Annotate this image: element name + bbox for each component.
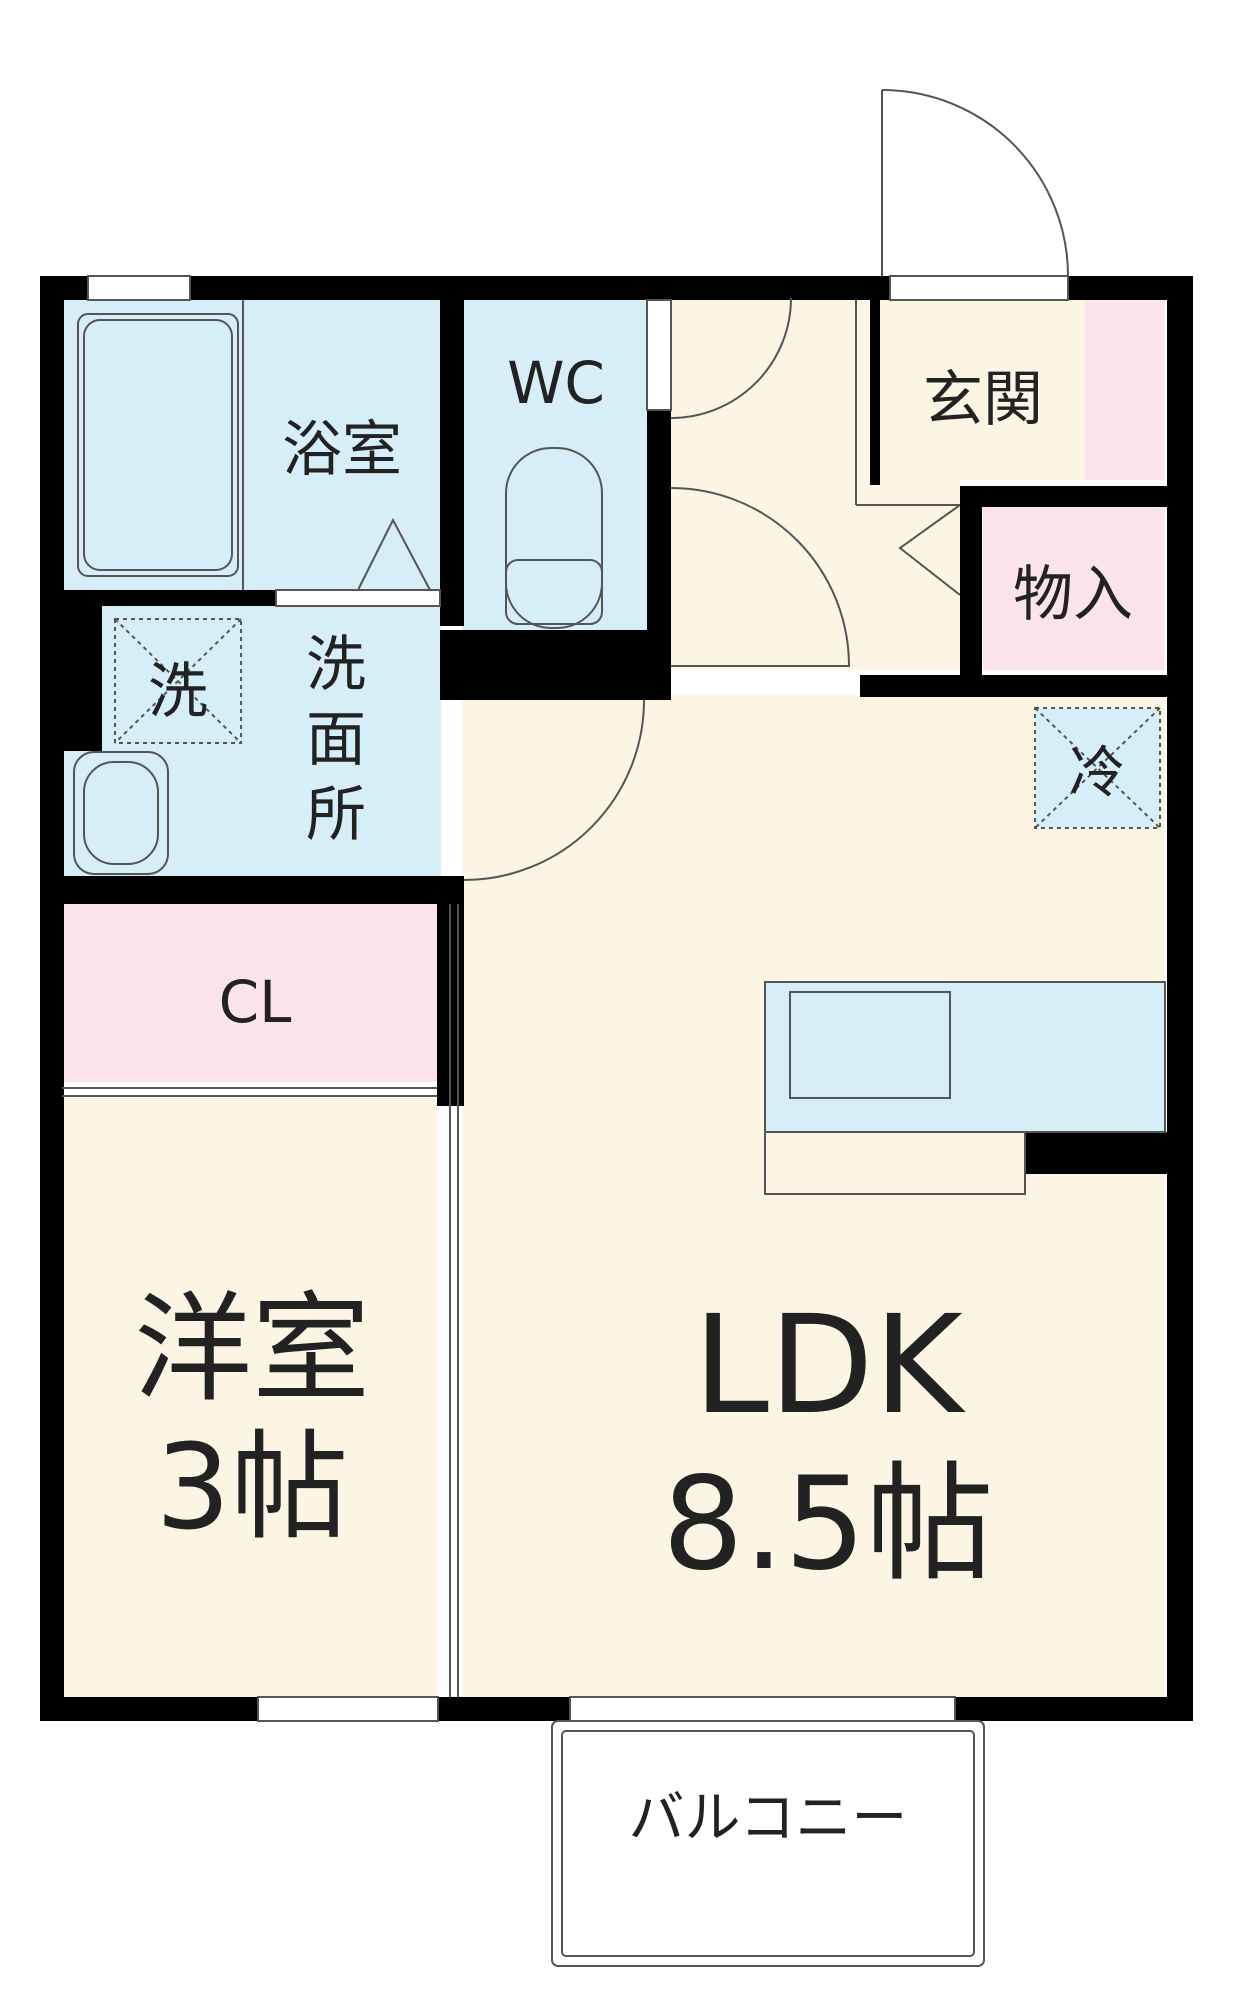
toilet-area: [462, 300, 647, 630]
wall-bath-bottom: [64, 590, 276, 606]
front-door-swing: [881, 89, 1069, 277]
toilet-tank: [505, 559, 603, 625]
label-closet: CL: [219, 968, 292, 1036]
ldk-area: [462, 695, 1165, 1707]
label-washroom-3: 所: [306, 780, 366, 850]
window-bath: [87, 275, 191, 301]
wall-right: [1167, 276, 1193, 1721]
bathtub: [77, 313, 239, 577]
sink-basin: [83, 761, 159, 865]
fridge-x2: [1034, 707, 1161, 829]
wall-bottom-left: [40, 1697, 258, 1721]
balcony-inner: [561, 1730, 975, 1957]
kitchen-cooktop: [764, 1131, 1026, 1195]
storage-area: [983, 507, 1165, 670]
sink: [73, 751, 169, 875]
wall-storage-left: [960, 486, 982, 675]
kitchen-sink-counter: [764, 981, 1166, 1133]
washer-space: [114, 618, 242, 744]
wall-washroom-left: [64, 606, 102, 751]
label-washroom-2: 面: [306, 705, 366, 775]
hall-door-swing-2: [670, 487, 851, 667]
label-storage: 物入: [1013, 560, 1133, 630]
label-western-room: 洋室: [134, 1280, 370, 1418]
shoe-cabinet: [1085, 300, 1165, 480]
washroom-area: [62, 606, 441, 876]
entrance-area: [880, 300, 1085, 480]
toilet-bowl: [505, 447, 603, 629]
kitchen-counter: [764, 981, 1166, 1195]
fridge-space: [1034, 707, 1161, 829]
walls: [40, 276, 1193, 1721]
label-ldk: LDK: [693, 1287, 966, 1445]
washer-x2: [114, 618, 242, 744]
label-fridge: 冷: [1069, 741, 1125, 806]
wall-bath-right: [440, 276, 464, 626]
front-door: [881, 89, 1069, 277]
windows: [87, 275, 1069, 1722]
bath-area: [62, 300, 441, 590]
window-western-room: [257, 1696, 439, 1722]
label-bath: 浴室: [282, 415, 402, 485]
label-washroom-1: 洗: [306, 630, 366, 700]
bath-door-mark: [357, 517, 431, 591]
wall-bottom-right: [955, 1697, 1193, 1721]
label-toilet: WC: [507, 349, 605, 417]
wall-top-mid: [190, 276, 890, 300]
label-ldk-size: 8.5帖: [662, 1450, 994, 1599]
ldk-door-swing: [463, 699, 645, 881]
hall-door-swing-1: [670, 297, 792, 419]
wall-washroom-bottom: [40, 876, 464, 904]
wall-bottom-mid: [438, 1697, 570, 1721]
fixtures: [62, 297, 1161, 1697]
label-balcony: バルコニー: [629, 1786, 908, 1851]
window-entrance: [889, 275, 1069, 301]
wall-wc-bottom: [440, 630, 671, 700]
wall-entrance-left: [870, 300, 880, 485]
fridge-x1: [1034, 707, 1161, 829]
wall-storage-top: [960, 486, 1193, 507]
entrance-step-mark: [898, 504, 961, 596]
room-labels: 浴室 WC 玄関 物入 洗 洗 面 所 冷 CL 洋室 3帖 LDK 8.5帖 …: [134, 349, 1133, 1851]
closet-area: [62, 904, 437, 1082]
western-room-area: [62, 1098, 437, 1707]
kitchen-sink-basin: [789, 991, 951, 1099]
balcony: [551, 1720, 985, 1967]
label-washer: 洗: [148, 657, 208, 727]
label-entrance: 玄関: [923, 365, 1043, 435]
room-fills: [62, 300, 1165, 1707]
window-ldk: [569, 1696, 956, 1722]
label-western-room-size: 3帖: [155, 1418, 348, 1556]
wall-hall-bottom-right: [860, 675, 1193, 697]
bathtub-inner: [83, 319, 233, 571]
window-washroom-top: [275, 589, 441, 607]
wall-left: [40, 276, 64, 1721]
window-wc: [646, 299, 672, 411]
wall-kitchen-stub: [1025, 1132, 1193, 1174]
